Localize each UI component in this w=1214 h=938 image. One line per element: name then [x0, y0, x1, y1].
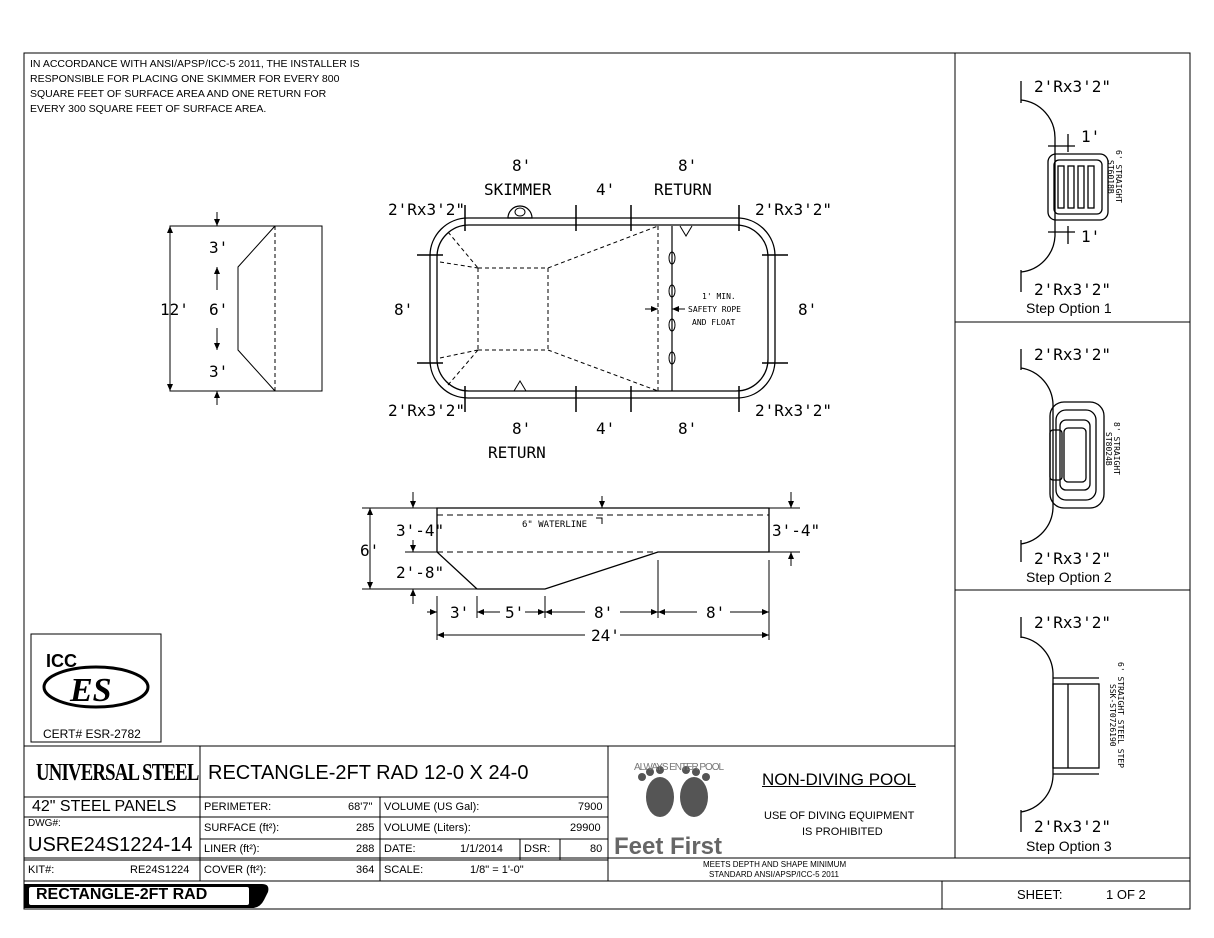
plan-bot-4: 4': [596, 419, 615, 438]
plan-corner-bl: 2'Rx3'2": [388, 401, 465, 420]
step2-side-2: ST8024B: [1104, 432, 1113, 466]
step2-bottom: 2'Rx3'2": [1034, 549, 1111, 568]
plan-return-bottom-label: RETURN: [488, 443, 546, 462]
vol-l-label: VOLUME (Liters):: [384, 822, 471, 834]
liner-value: 288: [356, 843, 375, 855]
step1-bottom: 2'Rx3'2": [1034, 280, 1111, 299]
step-option-1-drawing: [1020, 81, 1109, 292]
step2-top: 2'Rx3'2": [1034, 345, 1111, 364]
cover-value: 364: [356, 864, 375, 876]
standard-line2: STANDARD ANSI/APSP/ICC-5 2011: [709, 870, 839, 879]
section-waterline: 6" WATERLINE: [522, 520, 587, 530]
section-view: [362, 492, 800, 640]
surface-label: SURFACE (ft²):: [204, 822, 280, 834]
step3-bottom: 2'Rx3'2": [1034, 817, 1111, 836]
sheet-label: SHEET:: [1017, 887, 1063, 902]
plan-top-8-left: 8': [512, 156, 531, 175]
surface-value: 285: [356, 822, 375, 834]
step3-side-1: 6' STRAIGHT STEEL STEP: [1116, 662, 1125, 768]
vol-l-value: 29900: [570, 822, 601, 834]
end-middle-label: 6': [209, 300, 228, 319]
end-top-label: 3': [209, 238, 228, 257]
end-bottom-label: 3': [209, 362, 228, 381]
plan-view: [417, 205, 788, 412]
date-value: 1/1/2014: [460, 843, 503, 855]
plan-rope-line1: 1' MIN.: [702, 292, 736, 301]
perimeter-value: 68'7": [348, 801, 373, 813]
section-deep-depth: 3'-4": [772, 521, 820, 540]
step2-side-1: 8' STRAIGHT: [1112, 422, 1121, 475]
non-diving-title: NON-DIVING POOL: [762, 770, 916, 789]
cover-label: COVER (ft²):: [204, 864, 267, 876]
plan-return-top-label: RETURN: [654, 180, 712, 199]
section-shallow-depth: 3'-4": [396, 521, 444, 540]
step1-top: 2'Rx3'2": [1034, 77, 1111, 96]
kit-number: RE24S1224: [130, 864, 190, 876]
plan-corner-tl: 2'Rx3'2": [388, 200, 465, 219]
es-logo-main: ES: [69, 672, 112, 709]
plan-bot-8-right: 8': [678, 419, 697, 438]
plan-top-8-right: 8': [678, 156, 697, 175]
panels-label: 42" STEEL PANELS: [32, 798, 177, 815]
scale-label: SCALE:: [384, 864, 424, 876]
installer-note: IN ACCORDANCE WITH ANSI/APSP/ICC-5 2011,…: [30, 58, 360, 115]
plan-corner-tr: 2'Rx3'2": [755, 200, 832, 219]
end-view: [167, 212, 323, 405]
non-diving-line1: USE OF DIVING EQUIPMENT: [764, 810, 915, 822]
vol-gal-value: 7900: [578, 801, 603, 813]
section-seg-5: 5': [505, 603, 524, 622]
step2-label: Step Option 2: [1026, 569, 1112, 585]
plan-skimmer-label: SKIMMER: [484, 180, 552, 199]
end-width-label: 12': [160, 300, 189, 319]
brand-logo: UNIVERSAL STEEL: [36, 760, 199, 786]
section-total-depth: 6': [360, 541, 379, 560]
section-seg-3: 3': [450, 603, 469, 622]
standard-line1: MEETS DEPTH AND SHAPE MINIMUM: [703, 860, 847, 869]
step-option-3-drawing: [1020, 617, 1100, 832]
cert-box: ICC ES CERT# ESR-2782: [30, 633, 162, 743]
sheet-frame: [23, 52, 1191, 910]
vol-gal-label: VOLUME (US Gal):: [384, 801, 480, 813]
step1-dim-b: 1': [1081, 227, 1100, 246]
section-seg-8a: 8': [594, 603, 613, 622]
plan-bot-8-left: 8': [512, 419, 531, 438]
plan-left-8: 8': [394, 300, 413, 319]
dsr-value: 80: [590, 843, 603, 855]
plan-top-4: 4': [596, 180, 615, 199]
step1-dim-a: 1': [1081, 127, 1100, 146]
dsr-label: DSR:: [524, 843, 551, 855]
sheet-value: 1 OF 2: [1106, 887, 1146, 902]
feet-first-main: Feet First: [614, 833, 722, 860]
icc-logo-top: ICC: [46, 651, 77, 671]
model-badge: RECTANGLE-2FT RAD: [36, 886, 208, 903]
non-diving-line2: IS PROHIBITED: [802, 826, 883, 838]
drawing-title: RECTANGLE-2FT RAD 12-0 X 24-0: [208, 762, 529, 784]
step1-side-2: ST6018B: [1106, 160, 1115, 194]
step1-label: Step Option 1: [1026, 300, 1112, 316]
step3-side-2: SSK-ST0726190: [1108, 684, 1117, 747]
dwg-number: USRE24S1224-14: [28, 834, 193, 856]
step1-side-1: 6' STRAIGHT: [1114, 150, 1123, 203]
feet-first-logo: [638, 766, 710, 817]
perimeter-label: PERIMETER:: [204, 801, 272, 813]
step-option-2-drawing: [1020, 349, 1105, 562]
cert-number: CERT# ESR-2782: [43, 727, 141, 741]
feet-first-top: ALWAYS ENTER POOL: [634, 762, 724, 773]
dwg-label: DWG#:: [28, 818, 61, 829]
section-seg-8b: 8': [706, 603, 725, 622]
plan-rope-line3: AND FLOAT: [692, 318, 736, 327]
kit-label: KIT#:: [28, 864, 55, 876]
section-lower-depth: 2'-8": [396, 563, 444, 582]
section-total-length: 24': [591, 626, 620, 645]
plan-rope-line2: SAFETY ROPE: [688, 305, 741, 314]
plan-corner-br: 2'Rx3'2": [755, 401, 832, 420]
scale-value: 1/8" = 1'-0": [470, 864, 524, 876]
step3-label: Step Option 3: [1026, 838, 1112, 854]
date-label: DATE:: [384, 843, 416, 855]
plan-right-8: 8': [798, 300, 817, 319]
liner-label: LINER (ft²):: [204, 843, 260, 855]
step3-top: 2'Rx3'2": [1034, 613, 1111, 632]
